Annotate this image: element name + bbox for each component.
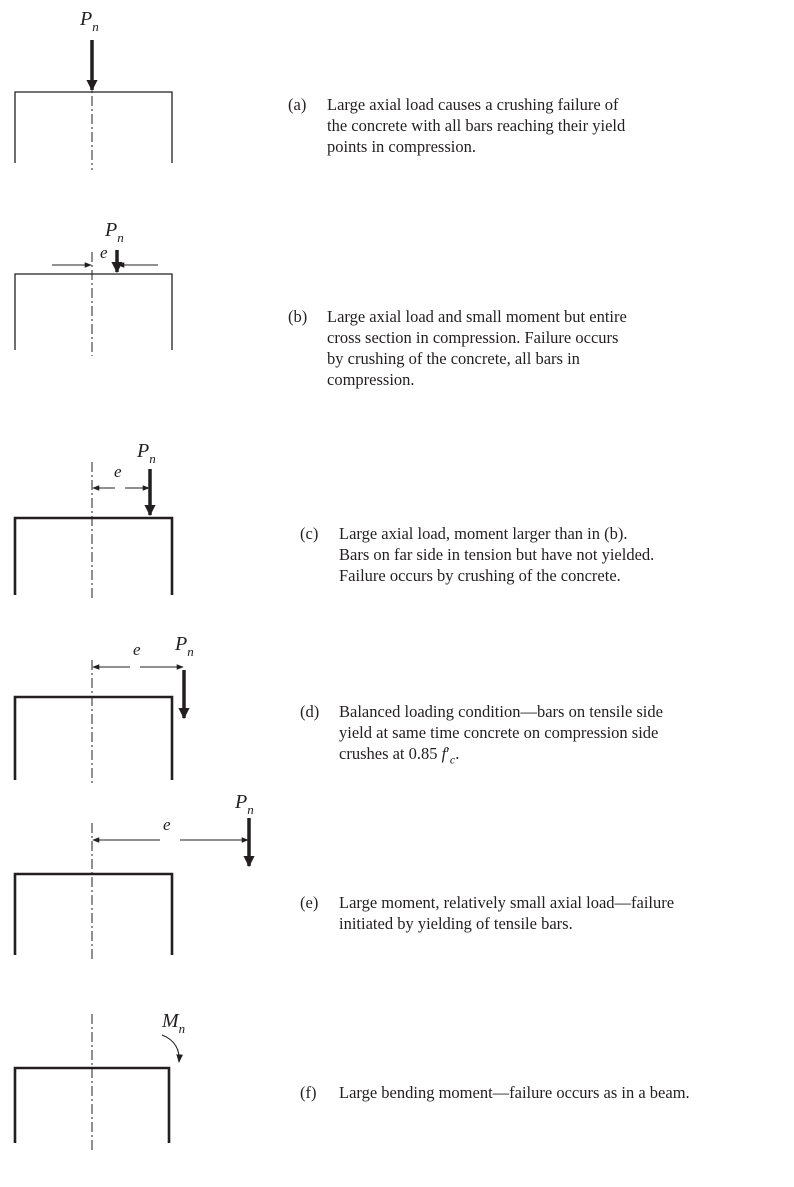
column-f: Mn [13,1010,185,1150]
column-c-ecc-label: e [114,462,122,481]
column-b: Pn e [14,219,173,356]
fc-prime: ′ [446,744,450,763]
caption-line: Bars on far side in tension but have not… [339,545,655,564]
caption-text: Balanced loading condition—bars on tensi… [339,701,663,770]
caption-line: initiated by yielding of tensile bars. [339,914,573,933]
caption-line: Large axial load, moment larger than in … [339,524,628,543]
column-e-ecc-label: e [163,815,171,834]
caption-text: Large axial load, moment larger than in … [339,523,654,586]
caption-line: points in compression. [327,137,476,156]
caption-line: Large axial load causes a crushing failu… [327,95,619,114]
caption-line: Large axial load and small moment but en… [327,307,627,326]
column-e-outline [13,872,174,955]
column-d-load-label: Pn [174,633,194,659]
caption-line: yield at same time concrete on compressi… [339,723,659,742]
fc-subscript: c [449,752,456,767]
caption-text: Large moment, relatively small axial loa… [339,892,674,934]
column-d-ecc-label: e [133,640,141,659]
column-e: Pn e [13,791,255,962]
caption-line: Large moment, relatively small axial loa… [339,893,675,912]
caption-line: cross section in compression. Failure oc… [327,328,619,347]
caption-line: the concrete with all bars reaching thei… [327,116,626,135]
caption-text: Large axial load causes a crushing failu… [327,94,625,157]
column-b-outline [14,273,173,350]
column-d: Pn e [13,633,194,786]
caption-line-prefix: crushes at 0.85 [339,744,442,763]
column-c: Pn e [13,440,174,600]
caption-line-suffix: . [455,744,460,763]
column-a: Pn [14,8,173,170]
caption-line: Failure occurs by crushing of the concre… [339,566,621,585]
column-a-load-label: Pn [79,8,99,34]
caption-line: by crushing of the concrete, all bars in [327,349,580,368]
column-d-outline [13,695,174,780]
caption-line: crushes at 0.85 f′c. [339,743,663,770]
caption-tag: (a) [288,95,307,114]
caption-tag: (b) [288,307,308,326]
column-a-outline [14,91,173,163]
caption-text: Large bending moment—failure occurs as i… [339,1082,690,1103]
fc-symbol: f [441,744,447,763]
caption-tag: (c) [300,524,319,543]
caption-tag: (f) [300,1083,317,1102]
column-b-load-label: Pn [104,219,124,245]
column-e-load-label: Pn [234,791,254,817]
column-f-moment-label: Mn [161,1010,185,1036]
caption-line: compression. [327,370,415,389]
caption-tag: (e) [300,893,319,912]
column-f-moment-arrow [161,1034,183,1063]
column-c-load-label: Pn [136,440,156,466]
caption-tag: (d) [300,702,320,721]
column-b-ecc-label: e [100,243,108,262]
caption-line: Balanced loading condition—bars on tensi… [339,702,663,721]
caption-line: Large bending moment—failure occurs as i… [339,1083,690,1102]
caption-text: Large axial load and small moment but en… [327,306,627,390]
column-c-outline [13,516,174,595]
